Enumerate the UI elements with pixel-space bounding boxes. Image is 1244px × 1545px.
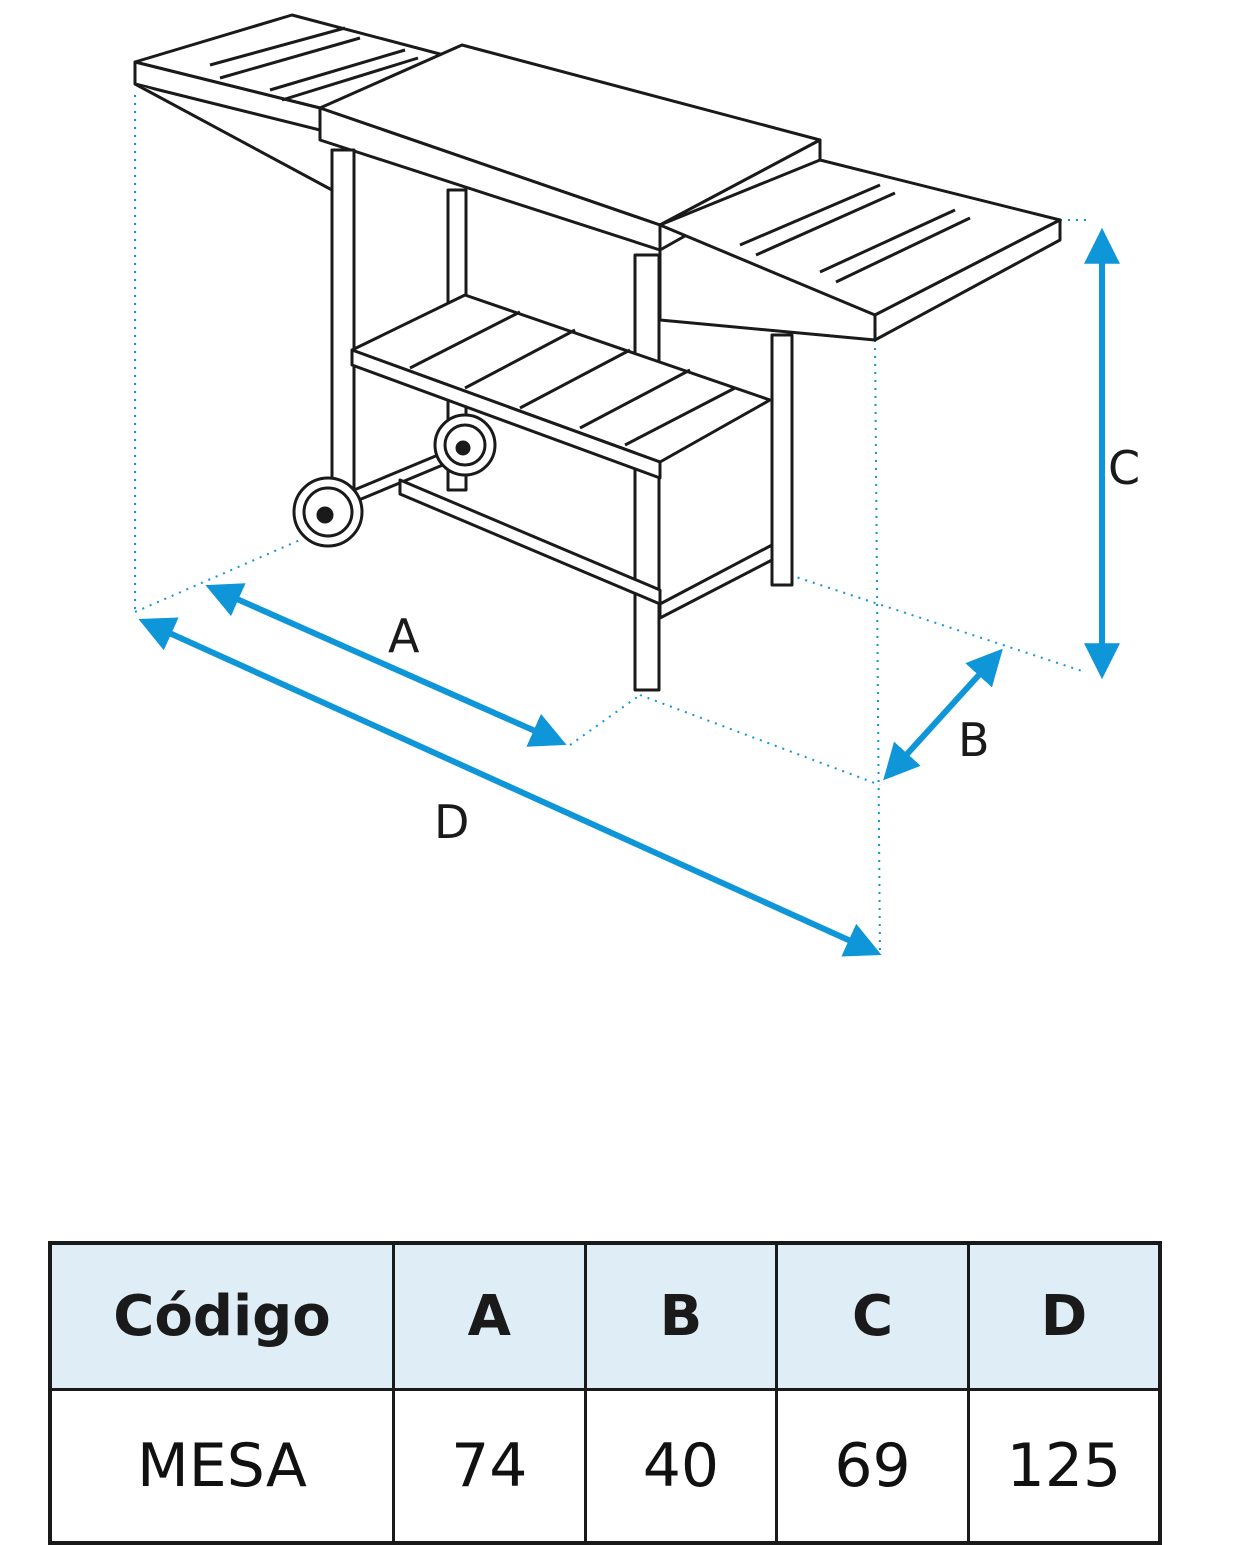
label-b: B xyxy=(958,713,990,767)
arrow-d xyxy=(138,617,882,957)
cell-d: 125 xyxy=(966,1388,1162,1545)
label-a: A xyxy=(388,609,420,663)
header-c: C xyxy=(775,1241,970,1391)
header-a: A xyxy=(392,1241,587,1391)
arrow-b xyxy=(883,648,1003,781)
table-header-row: Código A B C D xyxy=(48,1241,1162,1391)
cell-c: 69 xyxy=(775,1388,970,1545)
header-d: D xyxy=(966,1241,1162,1391)
label-d: D xyxy=(434,795,469,849)
dimensions-table: Código A B C D MESA 74 40 69 125 xyxy=(48,1241,1162,1545)
cell-code: MESA xyxy=(48,1388,395,1545)
arrow-a xyxy=(205,583,567,747)
trolley-dimension-diagram: A B C D xyxy=(133,13,1140,957)
header-b: B xyxy=(583,1241,779,1391)
cell-a: 74 xyxy=(392,1388,587,1545)
cell-b: 40 xyxy=(583,1388,779,1545)
label-c: C xyxy=(1108,441,1140,495)
table-row: MESA 74 40 69 125 xyxy=(48,1388,1162,1545)
trolley-illustration xyxy=(133,13,1062,692)
header-codigo: Código xyxy=(48,1241,395,1391)
dimension-arrows xyxy=(138,227,1120,957)
